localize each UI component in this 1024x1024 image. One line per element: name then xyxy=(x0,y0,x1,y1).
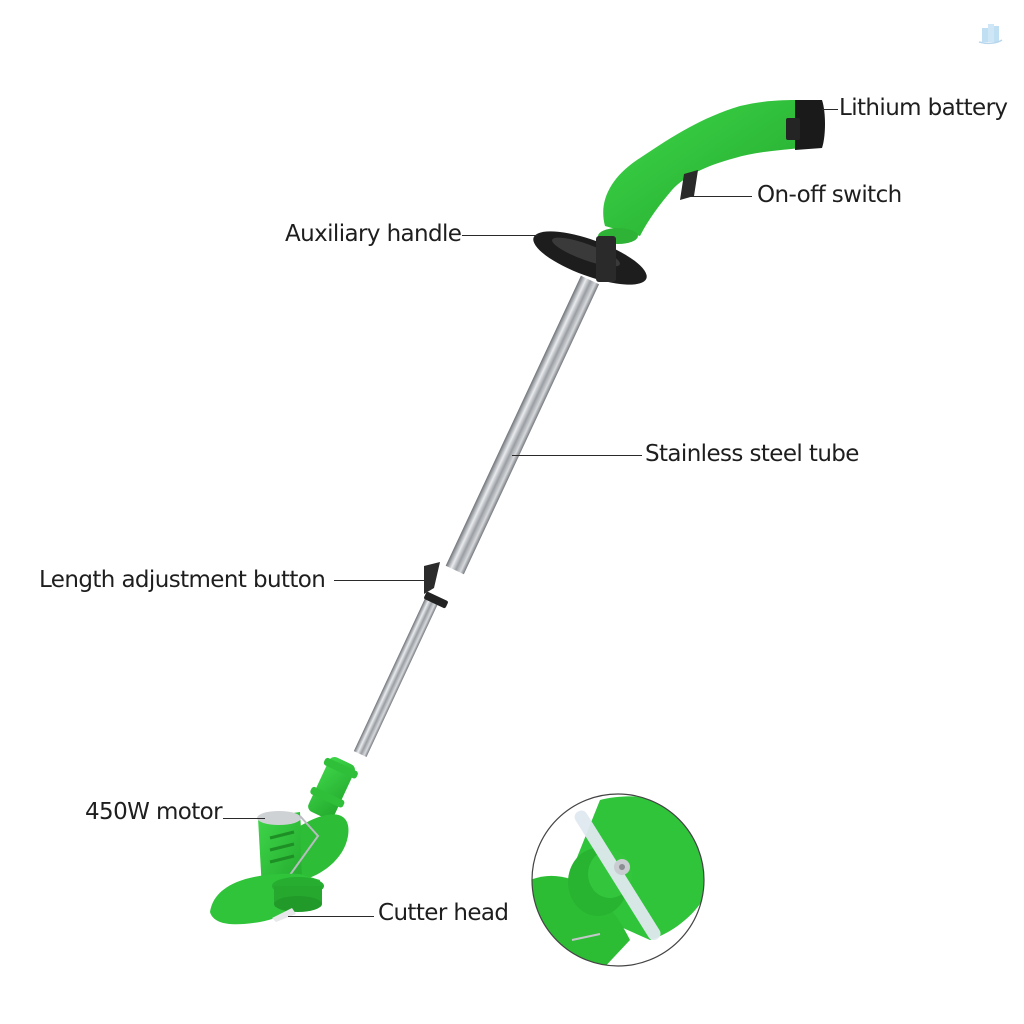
label-on-off-switch: On-off switch xyxy=(757,182,902,208)
motor-leader-line xyxy=(223,818,265,819)
on-off-switch-shape xyxy=(680,170,698,200)
tube-leader-line xyxy=(512,455,642,456)
length-button-leader-line xyxy=(334,580,426,581)
label-lithium-battery: Lithium battery xyxy=(839,95,1008,121)
label-length-adjustment-button: Length adjustment button xyxy=(39,567,326,593)
battery-leader-line xyxy=(822,109,838,110)
length-adjustment-button-shape xyxy=(424,562,440,594)
switch-leader-line xyxy=(684,196,752,197)
label-auxiliary-handle: Auxiliary handle xyxy=(285,221,462,247)
building-logo-icon xyxy=(976,20,1004,46)
label-450w-motor: 450W motor xyxy=(85,799,223,825)
label-stainless-steel-tube: Stainless steel tube xyxy=(645,441,859,467)
handle-grip xyxy=(603,100,802,236)
steel-tube-upper xyxy=(445,275,600,575)
steel-tube-lower xyxy=(353,597,439,758)
cutter-head-inset xyxy=(532,794,704,966)
battery-pack xyxy=(795,100,825,150)
label-cutter-head: Cutter head xyxy=(378,900,509,926)
aux-handle-leader-line xyxy=(462,235,538,236)
cutter-leader-line xyxy=(288,916,374,917)
